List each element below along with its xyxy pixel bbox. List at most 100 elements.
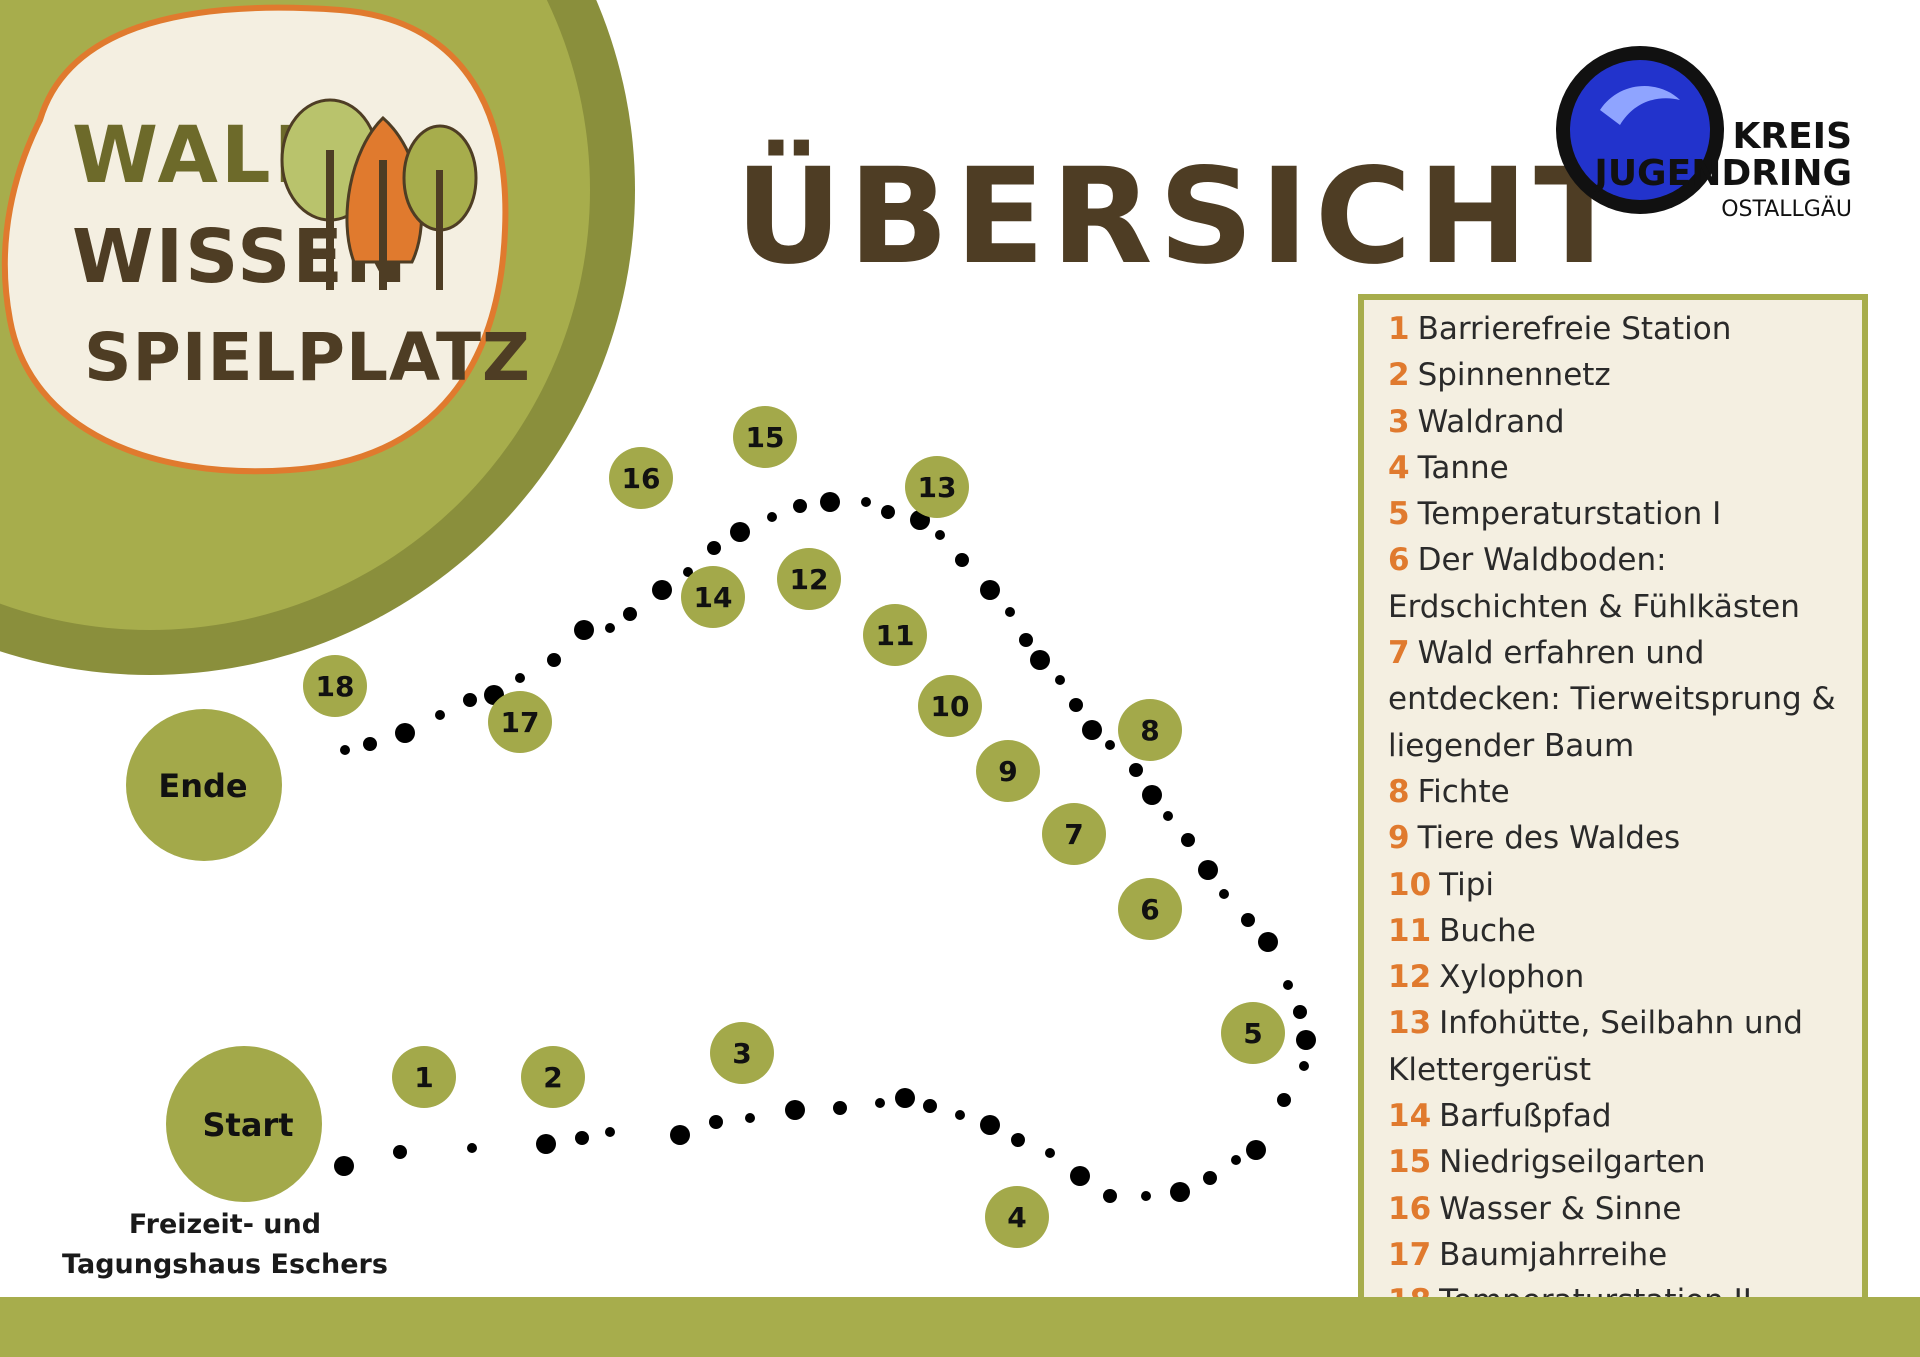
legend-number: 12 [1388, 959, 1432, 996]
station-number: 7 [1064, 818, 1083, 851]
end-marker: Ende [126, 709, 282, 861]
station-number: 2 [543, 1061, 562, 1094]
trail-dot [1019, 633, 1033, 647]
legend-text: Barfußpfad [1439, 1098, 1612, 1135]
legend-number: 14 [1388, 1098, 1432, 1135]
station-marker-6: 6 [1118, 878, 1182, 940]
legend-text: Tanne [1417, 449, 1509, 486]
legend-text: Der Waldboden: Erdschichten & Fühlkästen [1388, 542, 1800, 625]
trail-dot [875, 1098, 885, 1108]
station-marker-16: 16 [609, 447, 673, 509]
trail-dot [334, 1156, 354, 1176]
trail-dot [683, 567, 693, 577]
station-blob [488, 691, 552, 753]
station-number: 15 [746, 421, 785, 454]
station-number: 8 [1140, 714, 1159, 747]
legend-text: Niedrigseilgarten [1439, 1144, 1706, 1181]
org-logo-jugendring: JUGENDRING [1591, 153, 1852, 194]
station-number: 12 [790, 563, 829, 596]
trail-dot [1277, 1093, 1291, 1107]
station-blob [392, 1046, 456, 1108]
trail-dot [1296, 1030, 1316, 1050]
trail-dot [935, 530, 945, 540]
org-logo-kreis: KREIS [1732, 116, 1852, 157]
station-number: 17 [501, 706, 540, 739]
house-label: Freizeit- und Tagungshaus Eschers [60, 1205, 390, 1285]
trail-dot [605, 1127, 615, 1137]
trail-dot [1241, 913, 1255, 927]
legend-number: 5 [1388, 496, 1410, 533]
station-marker-9: 9 [976, 740, 1040, 802]
trail-dot [605, 623, 615, 633]
trail-dot [707, 541, 721, 555]
legend-number: 17 [1388, 1236, 1432, 1273]
trail-dot [745, 1113, 755, 1123]
trail-dot [980, 580, 1000, 600]
trail-dot [623, 607, 637, 621]
end-label: Ende [158, 767, 247, 805]
tree-right-trunk [436, 170, 443, 290]
org-logo: KREIS JUGENDRING OSTALLGÄU [1556, 46, 1852, 222]
trail-dot [980, 1115, 1000, 1135]
trail-dot [467, 1143, 477, 1153]
trail-dot [1231, 1155, 1241, 1165]
legend-number: 13 [1388, 1005, 1432, 1042]
station-blob [521, 1046, 585, 1108]
station-number: 6 [1140, 893, 1159, 926]
page-title: ÜBERSICHT [735, 140, 1630, 294]
station-blob [1118, 878, 1182, 940]
legend-number: 6 [1388, 542, 1410, 579]
station-marker-8: 8 [1118, 699, 1182, 761]
station-marker-17: 17 [488, 691, 552, 753]
org-logo-ostallgaeu: OSTALLGÄU [1721, 196, 1852, 222]
station-marker-1: 1 [392, 1046, 456, 1108]
station-blob [681, 566, 745, 628]
trail-dot [1293, 1005, 1307, 1019]
trail-dot [730, 522, 750, 542]
station-blob [733, 406, 797, 468]
station-blob [1221, 1002, 1285, 1064]
trail-dot [1203, 1171, 1217, 1185]
tree-middle-trunk [379, 160, 387, 290]
trail-dot [1219, 889, 1229, 899]
legend-number: 3 [1388, 403, 1410, 440]
trail-dot [793, 499, 807, 513]
trail-dot [1105, 740, 1115, 750]
trees-illustration [280, 98, 478, 290]
trail-dot [1070, 1166, 1090, 1186]
trail-dot [1141, 1191, 1151, 1201]
station-marker-14: 14 [681, 566, 745, 628]
trail-dot [463, 693, 477, 707]
tree-left-trunk [326, 150, 334, 290]
trail-dot [1142, 785, 1162, 805]
house-label-line1: Freizeit- und [128, 1209, 322, 1240]
legend-text: Xylophon [1439, 959, 1585, 996]
trail-dot [1299, 1061, 1309, 1071]
station-marker-18: 18 [303, 655, 367, 717]
station-blob [863, 604, 927, 666]
legend-text: Infohütte, Seilbahn und Klettergerüst [1388, 1005, 1803, 1088]
bottom-band [0, 1297, 1920, 1357]
trail-dot [709, 1115, 723, 1129]
legend-text: Tipi [1439, 866, 1495, 903]
station-blob [976, 740, 1040, 802]
trail-dot [1163, 811, 1173, 821]
trail-dot [652, 580, 672, 600]
trail-dot [1055, 675, 1065, 685]
legend-text: Waldrand [1417, 403, 1565, 440]
org-logo-sphere [1570, 60, 1710, 200]
trail-dot [1246, 1140, 1266, 1160]
trail-dot [1258, 932, 1278, 952]
legend-number: 15 [1388, 1144, 1432, 1181]
legend-text: Wald erfahren und entdecken: Tierweitspr… [1388, 635, 1836, 764]
